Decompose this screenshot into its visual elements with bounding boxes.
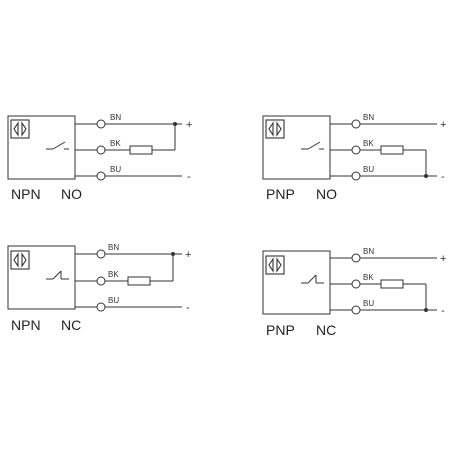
sensor-body [7, 115, 76, 180]
terminal-bk [96, 145, 106, 155]
sensor-type-label: NPN [11, 317, 41, 333]
output-type-label: NO [61, 186, 82, 202]
panel-npn-no: BN BK BU + - NPN NO [7, 113, 192, 202]
load-resistor [380, 145, 404, 155]
load-resistor [127, 276, 151, 286]
rail-positive-label: + [186, 119, 192, 131]
wire-label-bk: BK [363, 273, 374, 282]
rail-negative-label: - [187, 171, 191, 183]
sensor-symbol-icon [10, 250, 30, 270]
output-type-label: NO [316, 186, 337, 202]
terminal-bk [351, 145, 361, 155]
sensor-symbol-icon [265, 119, 285, 139]
nc-switch-icon [301, 274, 324, 284]
rail-negative-label: - [441, 305, 445, 317]
sensor-body [262, 115, 331, 180]
rail-positive-label: + [440, 253, 446, 265]
wire-label-bu: BU [363, 299, 374, 308]
sensor-type-label: PNP [266, 186, 295, 202]
junction-dot [173, 122, 177, 126]
wire-label-bn: BN [110, 113, 121, 122]
terminal-bk [96, 276, 106, 286]
rail-negative-label: - [441, 171, 445, 183]
output-type-label: NC [61, 317, 81, 333]
wire-label-bk: BK [108, 270, 119, 279]
sensor-body [7, 245, 76, 310]
no-switch-icon [301, 141, 324, 150]
terminal-bn [96, 119, 106, 129]
load-resistor [380, 279, 404, 289]
terminal-bu [96, 171, 106, 181]
sensor-type-label: NPN [11, 186, 41, 202]
wire-label-bk: BK [363, 139, 374, 148]
wire-label-bn: BN [108, 243, 119, 252]
sensor-symbol-icon [10, 119, 30, 139]
junction-dot [171, 252, 175, 256]
panel-npn-nc: BN BK BU + - NPN NC [7, 243, 191, 333]
terminal-bu [96, 302, 106, 312]
wire-label-bu: BU [110, 165, 121, 174]
terminal-bn [351, 119, 361, 129]
terminal-bn [351, 253, 361, 263]
sensor-type-label: PNP [266, 322, 295, 338]
panel-pnp-no: BN BK BU + - PNP NO [262, 113, 446, 202]
nc-switch-icon [46, 270, 69, 280]
wire-label-bn: BN [363, 113, 374, 122]
wire-label-bu: BU [363, 165, 374, 174]
terminal-bk [351, 279, 361, 289]
load-resistor [129, 145, 153, 155]
output-type-label: NC [316, 322, 336, 338]
no-switch-icon [46, 141, 69, 150]
terminal-bu [351, 171, 361, 181]
wire-label-bn: BN [363, 247, 374, 256]
sensor-symbol-icon [265, 255, 285, 275]
sensor-body [262, 250, 331, 315]
panel-pnp-nc: BN BK BU + - PNP NC [262, 247, 446, 338]
terminal-bn [96, 249, 106, 259]
wire-label-bk: BK [110, 139, 121, 148]
rail-negative-label: - [186, 302, 190, 314]
terminal-bu [351, 305, 361, 315]
wire-label-bu: BU [108, 296, 119, 305]
rail-positive-label: + [185, 249, 191, 261]
rail-positive-label: + [440, 119, 446, 131]
